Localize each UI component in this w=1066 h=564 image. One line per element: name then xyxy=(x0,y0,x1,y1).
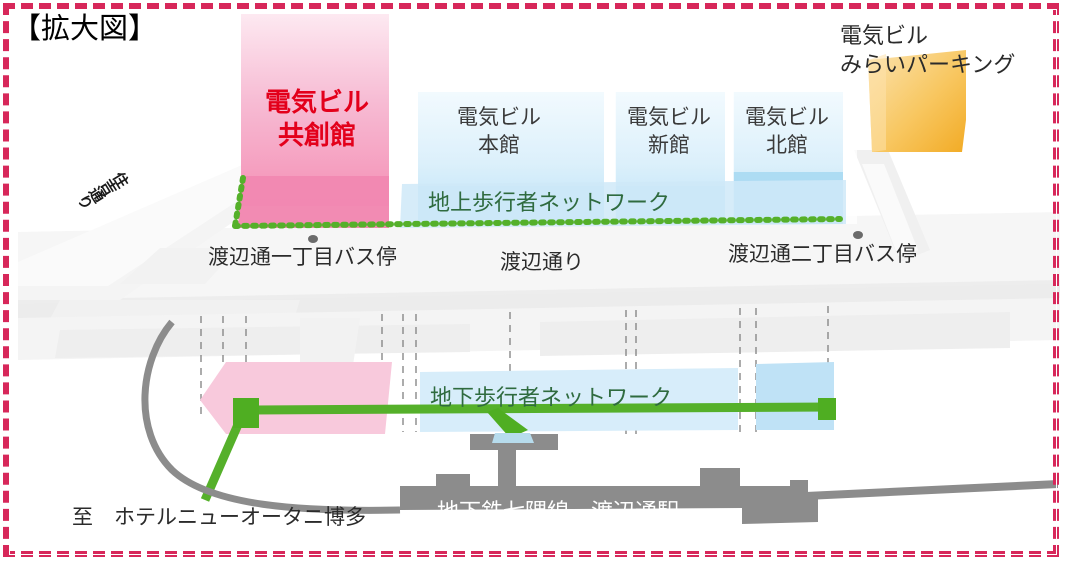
parking-block xyxy=(868,50,966,152)
honkan-line2: 本館 xyxy=(478,133,520,157)
route-node-east xyxy=(818,398,836,420)
parking-face-left xyxy=(868,54,886,152)
station-shaft xyxy=(498,444,516,488)
honkan-line1: 電気ビル xyxy=(457,106,541,129)
page-title: 【拡大図】 xyxy=(12,13,158,45)
road-junction-left xyxy=(120,248,238,284)
parking-line2: みらいパーキング xyxy=(840,51,1016,77)
station-entrance-glass xyxy=(492,433,534,443)
kyosokan-tower xyxy=(241,14,389,206)
shinkan-line2: 新館 xyxy=(648,133,690,157)
route-ground-main xyxy=(232,216,843,229)
ground-net-band xyxy=(400,180,846,228)
subway-station-label: 地下鉄七隈線 渡辺通駅 xyxy=(437,499,680,524)
route-node-west xyxy=(233,398,259,428)
underground-blue-plan-2 xyxy=(756,362,834,430)
building-label-honkan: 電気ビル 本館 xyxy=(444,104,554,159)
road-diagonal-jonan-inner xyxy=(18,152,312,286)
ground-pedestrian-band xyxy=(400,180,846,228)
underground-kyosokan-footprint xyxy=(200,362,392,434)
road-lower-block-right xyxy=(540,312,1010,356)
underground-pink-plan xyxy=(200,362,392,434)
bus-stop-label-watanabedori-2chome: 渡辺通二丁目バス停 xyxy=(728,243,917,266)
kyosokan-base xyxy=(238,176,389,228)
route-branch-to-station xyxy=(487,408,528,438)
underground-route-nodes xyxy=(233,398,836,438)
ground-pedestrian-network-label: 地上歩行者ネットワーク xyxy=(428,190,671,215)
kitakan-line1: 電気ビル xyxy=(745,106,829,129)
ground-route-dotted xyxy=(232,175,843,229)
parking-line1: 電気ビル xyxy=(840,23,929,48)
bus-stop-label-watanabedori-1chome: 渡辺通一丁目バス停 xyxy=(208,246,397,269)
subway-station-shape xyxy=(400,433,1058,524)
building-label-kitakan: 電気ビル 北館 xyxy=(732,104,842,159)
road-label-watanabe-dori: 渡辺通り xyxy=(500,251,584,274)
building-label-mirai-parking: 電気ビル みらいパーキング xyxy=(840,22,1015,79)
road-ramp-right-inner xyxy=(862,164,918,256)
building-label-shinkan: 電気ビル 新館 xyxy=(614,104,724,159)
building-mirai-parking xyxy=(868,50,966,152)
shinkan-line1: 電気ビル xyxy=(627,106,711,129)
building-kyosokan xyxy=(238,14,389,228)
route-up-left-branch xyxy=(232,175,246,229)
station-body xyxy=(400,468,818,524)
road-spur-down xyxy=(300,318,360,372)
road-curve-to-hotel xyxy=(141,319,401,514)
kyosokan-line2: 共創館 xyxy=(277,120,356,151)
station-tunnel-east xyxy=(806,480,1058,500)
direction-label-hotel: 至 ホテルニューオータニ博多 xyxy=(72,506,366,529)
kitakan-line2: 北館 xyxy=(766,133,808,157)
building-label-kyosokan: 電気ビル 共創館 xyxy=(243,86,391,153)
route-to-hotel xyxy=(200,418,245,502)
kyosokan-line1: 電気ビル xyxy=(264,87,369,117)
underground-route xyxy=(200,402,833,502)
underground-pedestrian-network-label: 地下歩行者ネットワーク xyxy=(430,385,673,410)
road-watanabe-dori-upper xyxy=(18,212,1060,304)
route-underground-main xyxy=(242,402,833,415)
